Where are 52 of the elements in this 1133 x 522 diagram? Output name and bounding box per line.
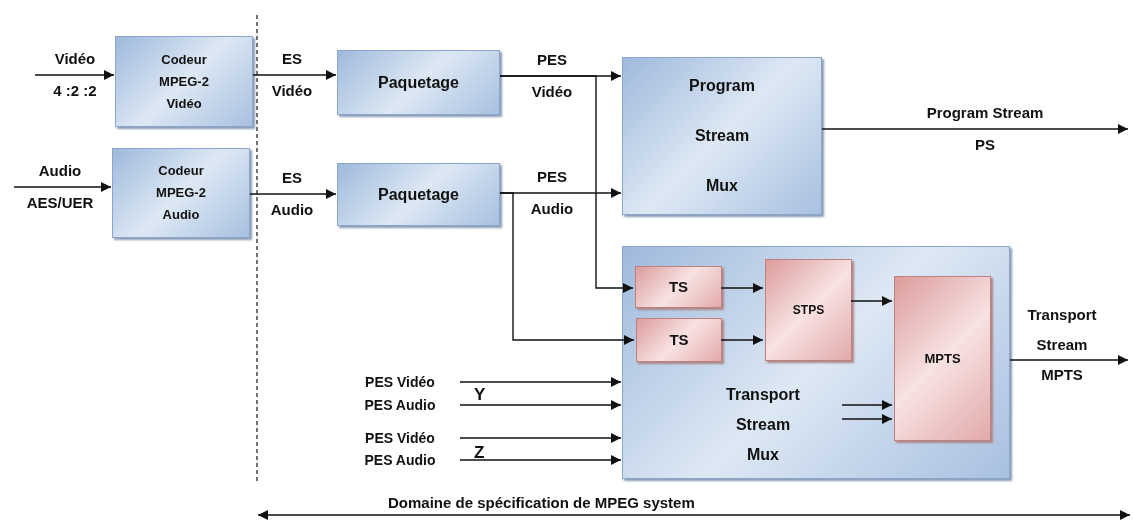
arrow bbox=[459, 377, 622, 387]
arrow bbox=[499, 75, 634, 293]
arrow bbox=[13, 182, 112, 192]
arrow bbox=[249, 189, 337, 199]
process-box bbox=[337, 163, 500, 226]
edge-label: Vidéo 4 :2 :2 bbox=[52, 49, 98, 101]
edge-label: PES Audio bbox=[529, 167, 575, 219]
node-text: MPTS bbox=[924, 349, 961, 368]
arrow bbox=[252, 70, 337, 80]
input-label: PES Audio bbox=[364, 451, 436, 469]
node-text: Program Stream Mux bbox=[688, 76, 756, 196]
process-box bbox=[765, 259, 852, 361]
node-text: TS bbox=[669, 330, 689, 350]
arrow bbox=[459, 400, 622, 410]
process-box bbox=[115, 36, 253, 127]
group-letter: Y bbox=[474, 385, 486, 405]
arrow bbox=[841, 414, 893, 424]
process-box bbox=[112, 148, 250, 238]
arrow bbox=[34, 70, 115, 80]
edge-label: Transport Stream MPTS bbox=[1026, 305, 1098, 385]
node-text: Codeur MPEG-2 Vidéo bbox=[158, 50, 210, 113]
edge-label: PES Vidéo bbox=[530, 50, 574, 102]
arrow bbox=[720, 335, 764, 345]
input-label: PES Vidéo bbox=[365, 429, 435, 447]
input-label: PES Audio bbox=[364, 396, 436, 414]
input-label: PES Vidéo bbox=[365, 373, 435, 391]
arrow bbox=[720, 283, 764, 293]
arrow bbox=[1009, 355, 1129, 365]
multiplexer-box bbox=[622, 57, 822, 215]
edge-label: ES Vidéo bbox=[270, 49, 314, 101]
process-box bbox=[894, 276, 991, 441]
arrow bbox=[821, 124, 1129, 134]
process-box bbox=[635, 266, 722, 308]
node-text: TS bbox=[668, 277, 689, 297]
group-letter: Z bbox=[474, 443, 485, 463]
node-text: STPS bbox=[792, 302, 825, 319]
node-text: Paquetage bbox=[378, 184, 459, 205]
node-text: Transport Stream Mux bbox=[725, 385, 801, 465]
edge-label: ES Audio bbox=[269, 168, 315, 220]
process-box bbox=[636, 318, 722, 362]
multiplexer-box bbox=[622, 246, 1010, 479]
arrow bbox=[459, 455, 622, 465]
process-box bbox=[337, 50, 500, 115]
arrow bbox=[499, 192, 635, 345]
node-text: Codeur MPEG-2 Audio bbox=[155, 162, 207, 224]
arrow bbox=[841, 400, 893, 410]
arrow bbox=[459, 433, 622, 443]
edge-label: Program Stream PS bbox=[925, 103, 1045, 155]
node-text: Paquetage bbox=[378, 72, 459, 93]
edge-label: Audio AES/UER bbox=[25, 161, 95, 213]
arrow bbox=[850, 296, 893, 306]
scope-caption: Domaine de spécification de MPEG system bbox=[388, 494, 695, 511]
